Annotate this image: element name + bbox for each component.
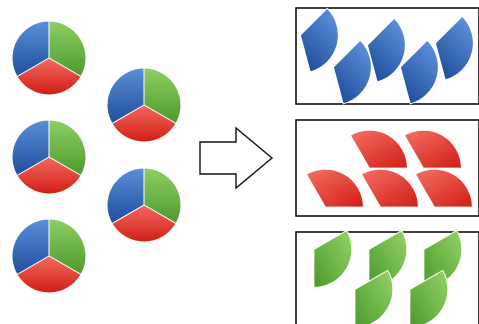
green-slice — [48, 218, 87, 276]
sorted-boxes-group — [295, 7, 479, 324]
red-slice — [414, 168, 473, 208]
blue-slice — [11, 119, 50, 177]
blue-slice — [434, 15, 474, 81]
right-arrow-icon — [199, 126, 274, 190]
red-slice — [16, 156, 82, 195]
red-slice — [111, 204, 177, 243]
blue-slice — [11, 20, 50, 78]
pie-3 — [11, 218, 87, 294]
red-slice — [16, 57, 82, 96]
pie-2 — [11, 119, 87, 195]
blue-slices-box — [295, 7, 479, 105]
blue-slice — [106, 167, 145, 225]
red-slices-box — [295, 119, 479, 217]
red-slice — [360, 168, 419, 208]
pie-5 — [106, 167, 182, 243]
blue-slice — [399, 39, 439, 105]
red-slice — [349, 129, 408, 169]
green-slice — [409, 269, 449, 324]
green-slice — [354, 269, 394, 324]
red-slice — [16, 255, 82, 294]
green-slice — [48, 20, 87, 78]
blue-slice — [332, 39, 372, 105]
blue-slice — [11, 218, 50, 276]
pies-group — [11, 20, 182, 294]
pie-1 — [11, 20, 87, 96]
green-slice — [48, 119, 87, 177]
blue-slice — [299, 7, 339, 73]
green-slice — [143, 67, 182, 125]
blue-slice — [106, 67, 145, 125]
red-slice — [111, 104, 177, 143]
pie-4 — [106, 67, 182, 143]
red-slice — [403, 129, 462, 169]
red-slice — [305, 168, 364, 208]
blue-slice — [366, 17, 406, 83]
green-slice — [143, 167, 182, 225]
green-slice — [313, 229, 353, 288]
green-slices-box — [295, 229, 479, 324]
